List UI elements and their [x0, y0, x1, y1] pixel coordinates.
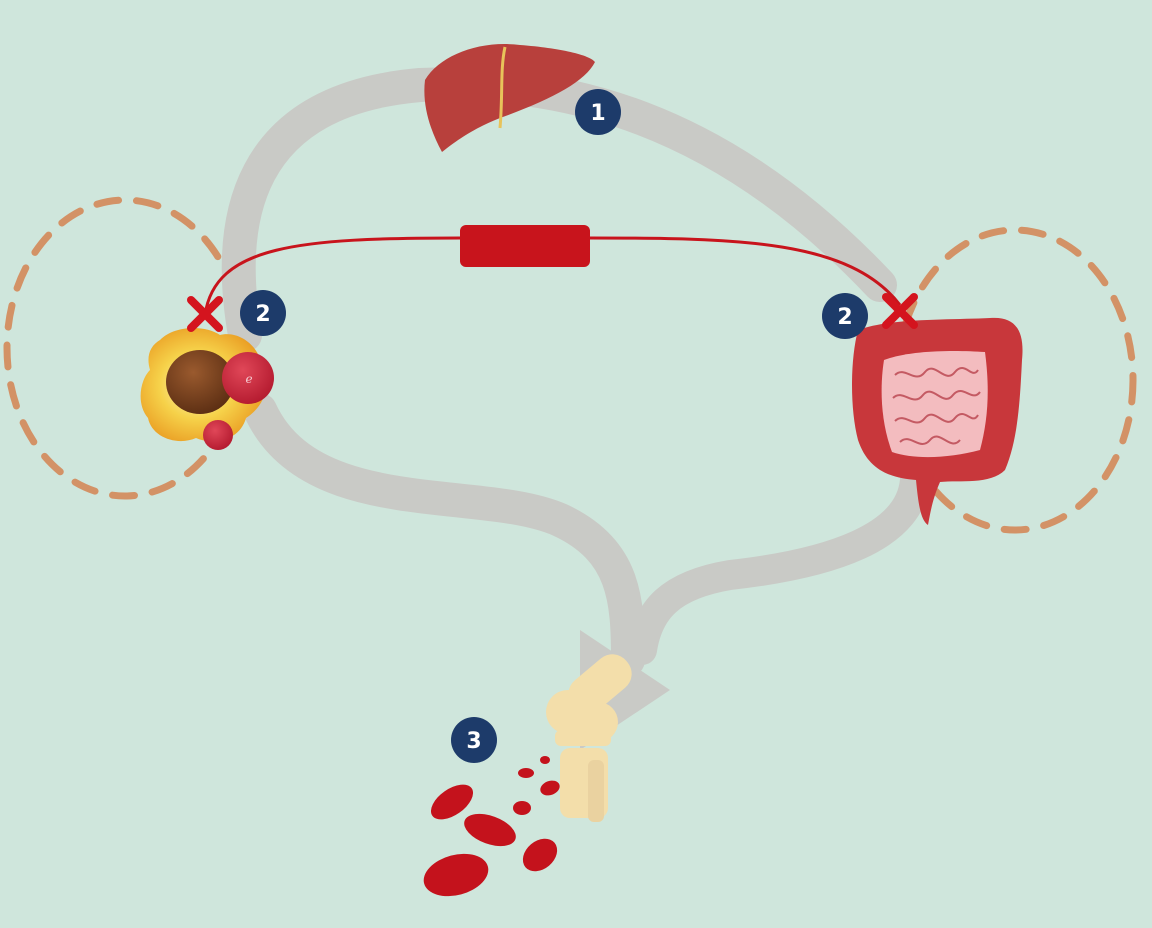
step-badge-intestine: 2 — [822, 293, 868, 339]
step-number-bone-marrow: 3 — [466, 729, 481, 754]
macrophage-letter: e — [245, 372, 252, 386]
liver-icon — [424, 44, 595, 152]
knee-bone-icon — [546, 654, 632, 822]
step-badge-macrophage: 2 — [240, 290, 286, 336]
cross-mark-right — [882, 293, 918, 329]
step-number-intestine: 2 — [837, 305, 852, 330]
macrophage-to-bone-arrow — [243, 393, 645, 677]
intestine-icon — [852, 317, 1023, 525]
flow-arrows — [221, 67, 931, 677]
liver-circuit-arrow — [221, 67, 897, 352]
step-badge-bone-marrow: 3 — [451, 717, 497, 763]
hormone-bar-icon — [460, 225, 590, 267]
intestine-to-bone-arrow — [627, 455, 931, 665]
step-badge-liver: 1 — [575, 89, 621, 135]
macrophage-cell-icon: e — [140, 328, 274, 450]
step-number-liver: 1 — [590, 101, 605, 126]
red-blood-cell-icon — [423, 756, 560, 897]
hormone-signal — [203, 225, 902, 316]
cross-mark-left — [187, 296, 223, 332]
step-number-macrophage: 2 — [255, 302, 270, 327]
